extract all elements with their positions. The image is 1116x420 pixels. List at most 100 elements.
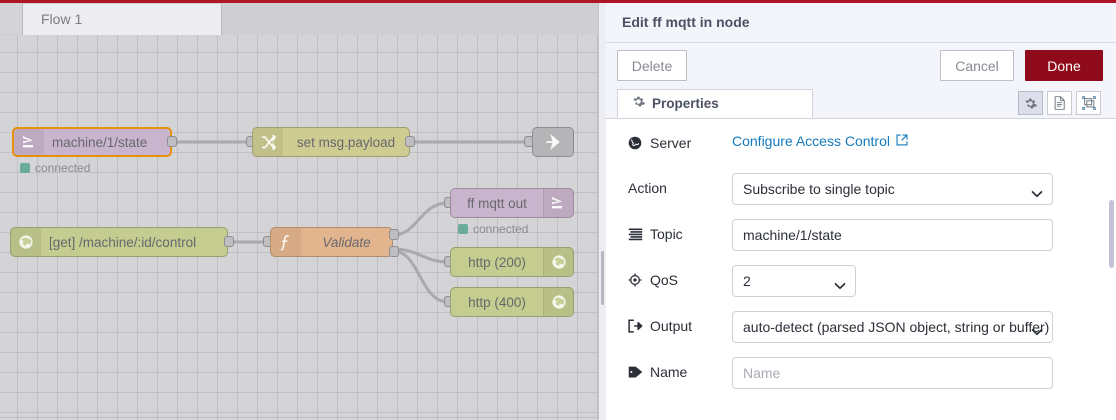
flow-tab-flow-1[interactable]: Flow 1 [22,4,222,35]
globe-icon [11,228,41,256]
flow-node-http-in[interactable]: [get] /machine/:id/control [10,227,228,257]
panel-title: Edit ff mqtt in node [622,14,750,30]
resize-grip-icon [601,251,604,305]
chevron-down-icon [1031,185,1043,201]
form-row-topic: Topic machine/1/state [606,219,1086,251]
node-status-mqtt-out: connected [458,222,528,236]
gear-icon [632,95,645,113]
done-button[interactable]: Done [1025,50,1103,81]
port-out-function-2[interactable] [389,246,399,257]
port-out-change[interactable] [405,136,415,147]
action-value: Subscribe to single topic [743,181,895,197]
shuffle-icon [253,128,283,156]
tab-properties[interactable]: Properties [617,89,813,118]
flow-node-function[interactable]: Validate [270,227,393,257]
status-label: connected [473,222,529,236]
topic-label: Topic [650,226,683,242]
gear-icon-button[interactable] [1018,91,1043,115]
flow-node-label: Validate [322,234,371,250]
topic-input[interactable]: machine/1/state [732,219,1053,251]
output-select[interactable]: auto-detect (parsed JSON object, string … [732,311,1053,343]
status-dot [458,224,468,234]
form-row-output: Output auto-detect (parsed JSON object, … [606,311,1086,343]
flow-node-label: [get] /machine/:id/control [49,234,197,250]
qos-value: 2 [743,273,751,289]
flow-node-change[interactable]: set msg.payload [252,127,410,157]
panel-resize-handle[interactable] [598,3,606,420]
flow-node-label: http (200) [468,254,526,270]
chevron-down-icon [834,277,846,293]
output-label: Output [650,318,693,334]
server-label-wrap: Server [628,128,732,158]
port-out-http-in[interactable] [224,236,234,247]
debug-icon [533,128,573,156]
mqtt-icon [543,189,573,217]
appearance-icon-button[interactable] [1076,91,1101,115]
flow-node-http-200[interactable]: http (200) [450,247,574,277]
qos-label-wrap: QoS [628,265,732,295]
action-select[interactable]: Subscribe to single topic [732,173,1053,205]
qos-control: 2 [732,265,856,297]
flow-tab-label: Flow 1 [41,11,83,27]
form-row-name: Name Name [606,357,1086,389]
node-edit-panel: Edit ff mqtt in node Delete Cancel Done … [605,3,1116,420]
tag-icon [628,365,645,379]
flow-node-label: http (400) [468,294,526,310]
mqtt-icon [14,129,44,155]
output-value: auto-detect (parsed JSON object, string … [743,319,1050,335]
flow-editor: Flow 1 machine/1/state [0,3,600,420]
globe-icon [543,248,573,276]
flow-node-label: ff mqtt out [467,195,527,211]
panel-icon-buttons [1018,91,1101,115]
app-accent-bar [0,0,1116,3]
qos-select[interactable]: 2 [732,265,856,297]
wire-function-mqttout [392,201,449,237]
flow-node-debug[interactable] [532,127,574,157]
output-label-wrap: Output [628,311,732,341]
cancel-button[interactable]: Cancel [940,50,1014,81]
panel-action-bar: Delete Cancel Done [606,43,1116,88]
flow-node-mqtt-in[interactable]: machine/1/state [12,127,172,157]
name-label-wrap: Name [628,357,732,387]
output-control: auto-detect (parsed JSON object, string … [732,311,1053,343]
flow-node-label: machine/1/state [52,134,148,150]
list-icon [628,228,645,241]
chevron-down-icon [1031,323,1043,339]
name-label: Name [650,364,688,380]
port-out-function-1[interactable] [389,229,399,240]
status-dot [20,163,30,173]
topic-label-wrap: Topic [628,219,732,249]
flow-node-mqtt-out[interactable]: ff mqtt out [450,188,574,218]
node-status-mqtt-in: connected [20,161,90,175]
properties-form: Server Configure Access Control Action [606,119,1116,420]
topic-control: machine/1/state [732,219,1053,251]
delete-button[interactable]: Delete [617,50,687,81]
function-icon [271,228,301,256]
flow-node-http-400[interactable]: http (400) [450,287,574,317]
panel-header: Edit ff mqtt in node [606,3,1116,43]
flow-canvas[interactable]: machine/1/state connected set msg.payloa… [0,35,600,420]
form-row-action: Action Subscribe to single topic [606,173,1086,205]
port-out-mqtt-in[interactable] [167,136,177,147]
configure-access-control-link[interactable]: Configure Access Control [732,133,908,149]
external-link-icon [896,133,908,149]
action-control: Subscribe to single topic [732,173,1053,205]
wire-function-http400 [392,249,449,304]
link-label: Configure Access Control [732,133,890,149]
form-row-server: Server Configure Access Control [606,128,1086,158]
server-control: Configure Access Control [732,133,908,151]
globe-icon [628,136,645,150]
name-input[interactable]: Name [732,357,1053,389]
action-label: Action [628,180,667,196]
description-icon-button[interactable] [1047,91,1072,115]
server-label: Server [650,135,692,151]
action-label-wrap: Action [628,173,732,203]
panel-scrollbar[interactable] [1109,200,1114,268]
status-label: connected [35,161,91,175]
name-control: Name [732,357,1053,389]
panel-tab-bar: Properties [606,88,1116,119]
crosshairs-icon [628,273,645,287]
flow-node-label: set msg.payload [296,134,396,150]
globe-icon [543,288,573,316]
